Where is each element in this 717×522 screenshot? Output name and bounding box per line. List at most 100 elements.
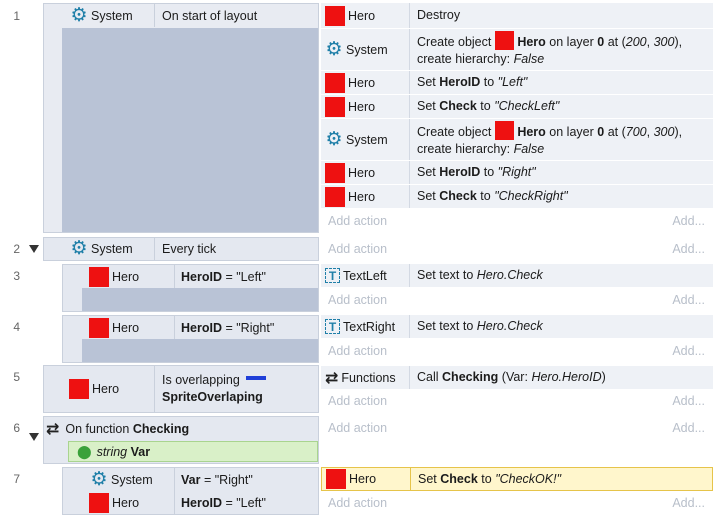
action-object-system[interactable]: ⚙System — [321, 119, 410, 160]
action-text[interactable]: Destroy — [410, 7, 460, 24]
add-action-row[interactable]: Add action Add... — [321, 210, 713, 232]
add-action-link[interactable]: Add action — [328, 496, 388, 510]
hero-sprite-icon — [325, 186, 345, 207]
add-action-row[interactable]: Add action Add... — [321, 492, 713, 514]
text-part: Set — [418, 471, 437, 486]
add-more-link[interactable]: Add... — [672, 496, 705, 510]
action-row[interactable]: Hero Set HeroID to "Right" — [321, 161, 713, 185]
action-object-hero[interactable]: Hero — [321, 161, 410, 184]
add-action-link[interactable]: Add action — [328, 214, 388, 228]
condition-text[interactable]: Is overlapping SpriteOverlaping — [155, 366, 319, 412]
action-text[interactable]: Set text to Hero.Check — [410, 318, 543, 335]
action-object-hero[interactable]: Hero — [321, 185, 410, 208]
action-text[interactable]: Set Check to "CheckLeft" — [410, 98, 559, 115]
action-object-hero[interactable]: Hero — [321, 95, 410, 118]
add-action-link[interactable]: Add action — [328, 344, 388, 358]
action-text[interactable]: Set Check to "CheckRight" — [410, 188, 568, 205]
condition-text[interactable]: HeroID = "Right" — [175, 316, 319, 339]
condition-text[interactable]: Var = "Right" — [175, 468, 319, 491]
action-object-label: Hero — [348, 99, 376, 114]
condition-object-hero[interactable]: Hero — [86, 316, 175, 339]
event-number: 2 — [13, 242, 20, 256]
condition-text[interactable]: Every tick — [155, 238, 319, 260]
action-text[interactable]: Set HeroID to "Left" — [410, 74, 527, 91]
hero-sprite-icon — [325, 162, 345, 183]
add-more-link[interactable]: Add... — [672, 293, 705, 307]
functions-icon: ⇄ — [46, 421, 60, 438]
condition-object-system[interactable]: ⚙ System — [66, 4, 155, 27]
event-number: 4 — [13, 320, 20, 334]
condition-object-system[interactable]: ⚙ System — [86, 468, 175, 491]
condition-object-hero[interactable]: Hero — [86, 491, 175, 514]
action-row[interactable]: Hero Set Check to "CheckLeft" — [321, 95, 713, 119]
add-action-link[interactable]: Add action — [328, 421, 388, 435]
text-object-icon: T — [325, 268, 340, 283]
text-part: (Var: — [501, 370, 528, 384]
text-part: Set text to — [417, 319, 474, 333]
add-action-link[interactable]: Add action — [328, 293, 388, 307]
condition-object-hero[interactable]: Hero — [86, 265, 175, 288]
condition-text[interactable]: HeroID = "Left" — [175, 491, 319, 514]
collapse-arrow-icon[interactable] — [29, 433, 39, 441]
action-object-hero[interactable]: Hero — [321, 3, 410, 28]
action-row[interactable]: Hero Destroy — [321, 3, 713, 29]
action-object-hero[interactable]: Hero — [322, 468, 411, 490]
add-action-row[interactable]: Add action Add... — [321, 340, 713, 362]
add-more-link[interactable]: Add... — [672, 214, 705, 228]
action-object-label: System — [346, 42, 388, 57]
action-label: Destroy — [417, 8, 461, 22]
action-text[interactable]: Set HeroID to "Right" — [410, 164, 536, 181]
add-action-row[interactable]: Add action Add... — [321, 417, 713, 439]
collapse-arrow-icon[interactable] — [29, 245, 39, 253]
action-object-hero[interactable]: Hero — [321, 71, 410, 94]
text-part: Create object — [417, 125, 492, 139]
add-action-row[interactable]: Add action Add... — [321, 390, 713, 412]
action-row[interactable]: ⇄Functions Call Checking (Var: Hero.Hero… — [321, 366, 713, 390]
hero-sprite-icon — [325, 96, 345, 117]
add-action-link[interactable]: Add action — [328, 242, 388, 256]
action-text[interactable]: Call Checking (Var: Hero.HeroID) — [410, 369, 606, 386]
condition-text[interactable]: HeroID = "Left" — [175, 265, 319, 288]
function-header[interactable]: ⇄ On function Checking — [46, 419, 189, 439]
text-part: "Right" — [497, 165, 536, 179]
event-condition-block[interactable] — [43, 365, 319, 413]
add-action-row[interactable]: Add action Add... — [321, 238, 713, 260]
condition-text[interactable]: On start of layout — [155, 4, 319, 27]
sprite-overlaping-icon — [246, 376, 267, 380]
add-more-link[interactable]: Add... — [672, 394, 705, 408]
action-row[interactable]: Hero Set HeroID to "Left" — [321, 71, 713, 95]
action-row-selected[interactable]: Hero Set Check to "CheckOK!" — [321, 467, 713, 491]
add-action-link[interactable]: Add action — [328, 394, 388, 408]
gear-icon: ⚙ — [325, 38, 343, 60]
action-text[interactable]: Set text to Hero.Check — [410, 267, 543, 284]
hero-sprite-icon — [326, 469, 346, 489]
condition-object-label: Hero — [112, 269, 140, 284]
action-text[interactable]: Create object Hero on layer 0 at (200, 3… — [410, 31, 682, 68]
action-text[interactable]: Set Check to "CheckOK!" — [411, 471, 561, 488]
hero-sprite-icon — [69, 379, 89, 399]
condition-object-hero[interactable]: Hero — [66, 366, 155, 412]
text-object-icon: T — [325, 319, 340, 334]
event-condition-block[interactable] — [43, 237, 319, 261]
condition-object-label: Hero — [92, 382, 120, 396]
add-more-link[interactable]: Add... — [672, 242, 705, 256]
action-row[interactable]: Hero Set Check to "CheckRight" — [321, 185, 713, 209]
add-more-link[interactable]: Add... — [672, 421, 705, 435]
text-part: Call — [417, 370, 439, 384]
action-object-label: TextRight — [343, 319, 396, 334]
add-action-row[interactable]: Add action Add... — [321, 289, 713, 311]
condition-label: On start of layout — [162, 8, 258, 23]
action-object-functions[interactable]: ⇄Functions — [321, 366, 410, 389]
action-row[interactable]: ⚙System Create object Hero on layer 0 at… — [321, 29, 713, 71]
action-object-system[interactable]: ⚙System — [321, 29, 410, 70]
action-text[interactable]: Create object Hero on layer 0 at (700, 3… — [410, 121, 682, 158]
action-row[interactable]: ⚙System Create object Hero on layer 0 at… — [321, 119, 713, 161]
condition-object-label: System — [111, 472, 153, 487]
function-parameter[interactable]: ⬤ string Var — [68, 441, 318, 462]
add-more-link[interactable]: Add... — [672, 344, 705, 358]
condition-object-system[interactable]: ⚙ System — [66, 238, 155, 260]
